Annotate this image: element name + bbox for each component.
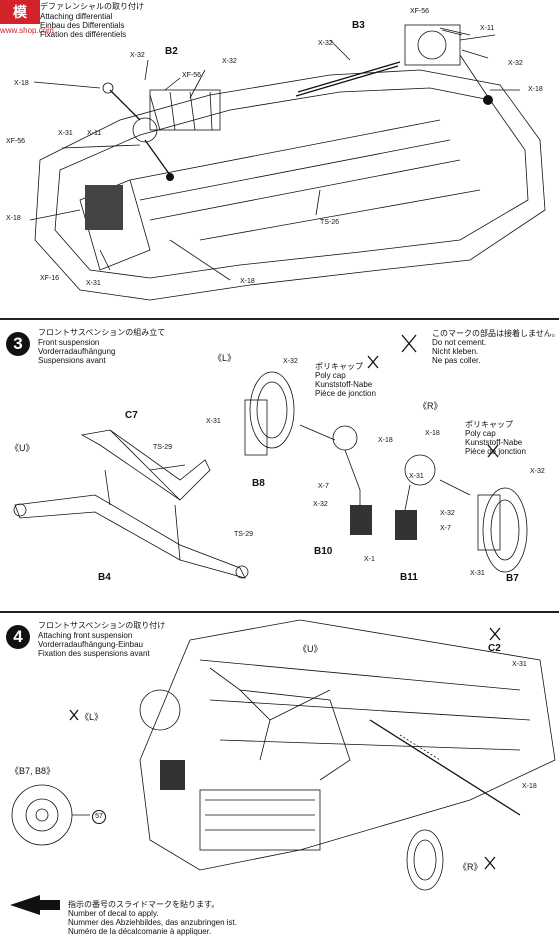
label-left-4: 《L》 [80,712,104,722]
polycap-left-en: Poly cap [315,371,346,380]
decal-note-jp: 指示の番号のスライドマークを貼ります。 [68,900,220,909]
part-x31-b: X-31 [86,280,101,287]
step4-number: 4 [6,625,30,649]
label-upper: 《U》 [10,443,35,453]
part-x31-4: X-31 [512,661,527,668]
note-de: Nicht kleben. [432,347,479,356]
section-step3: 3 フロントサスペンションの組み立て Front suspension Vord… [0,320,559,610]
part-b11: B11 [400,572,418,583]
part-x7-b3: X-7 [440,525,451,532]
polycap-right-fr: Pièce de jonction [465,447,526,456]
note-en: Do not cement. [432,338,487,347]
part-x32-d: X-32 [508,60,523,67]
part-x32-d3: X-32 [530,468,545,475]
part-x32-a: X-32 [130,52,145,59]
label-right: 《R》 [418,401,443,411]
step4-title-en: Attaching front suspension [38,631,133,640]
part-ts29-a: TS-29 [153,444,173,451]
divider-2 [0,611,559,613]
step3-title-de: Vorderradaufhängung [38,347,116,356]
section-step2: デファレンシャルの取り付け Attaching differential Ein… [0,0,559,320]
polycap-right-en: Poly cap [465,429,496,438]
watermark-url: www.shop.com [0,26,54,35]
suspension-drawing-step3 [13,334,528,579]
part-x11-a: X-11 [480,25,495,32]
part-b8: B8 [252,478,265,489]
part-x32-b: X-32 [222,58,237,65]
part-ts26: TS-26 [320,219,340,226]
part-xf16: XF-16 [40,275,60,282]
installation-drawing-step4 [10,619,556,915]
step3-number: 3 [6,332,30,356]
section-step4: 4 フロントサスペンションの取り付け Attaching front suspe… [0,613,559,936]
step4-title-de: Vorderradaufhängung-Einbau [38,640,143,649]
part-x18-d: X-18 [528,86,543,93]
step3-title-en: Front suspension [38,338,100,347]
step3-title-jp: フロントサスペンションの組み立て [38,328,166,337]
part-x32-b3: X-32 [313,501,328,508]
part-xf56-b: XF-56 [182,72,202,79]
step3-title-fr: Suspensions avant [38,356,106,365]
divider-1 [0,318,559,320]
part-x18-a: X-18 [14,80,29,87]
part-x31-a: X-31 [58,130,73,137]
part-x31-a3: X-31 [206,418,221,425]
decal-note-fr: Numéro de la décalcomanie à appliquer. [68,927,212,936]
part-x18-c: X-18 [240,278,255,285]
part-xf56-a: XF-56 [410,8,430,15]
part-x18-4: X-18 [522,783,537,790]
label-upper-4: 《U》 [298,644,323,654]
part-x18-b3: X-18 [425,430,440,437]
polycap-left-jp: ポリキャップ [315,362,363,371]
part-xf56-c: XF-56 [6,138,26,145]
step2-title-de: Einbau des Differentials [40,21,125,30]
part-x32-a3: X-32 [283,358,298,365]
part-x32-c3: X-32 [440,510,455,517]
part-c7: C7 [125,410,138,421]
decal-number: 57 [95,813,103,820]
polycap-right-jp: ポリキャップ [465,420,513,429]
step2-title-jp: デファレンシャルの取り付け [40,2,144,11]
decal-note-en: Number of decal to apply. [68,909,159,918]
part-b4: B4 [98,572,111,583]
part-x31-c3: X-31 [470,570,485,577]
step4-title-jp: フロントサスペンションの取り付け [38,621,166,630]
part-b3: B3 [352,20,365,31]
part-ts29-b: TS-29 [234,531,254,538]
part-b2: B2 [165,46,178,57]
label-right-4: 《R》 [458,862,483,872]
polycap-left-de: Kunststoff-Nabe [315,380,373,389]
step2-title-fr: Fixation des différentiels [40,30,127,39]
part-x11-b: X-11 [87,130,102,137]
part-x7-a3: X-7 [318,483,329,490]
decal-number-badge: 57 [92,810,106,824]
part-x1: X-1 [364,556,375,563]
watermark-glyphs: 模 [13,4,27,20]
note-fr: Ne pas coller. [432,356,481,365]
step2-title-en: Attaching differential [40,12,113,21]
step4-title-fr: Fixation des suspensions avant [38,649,150,658]
part-b10: B10 [314,546,333,557]
note-jp: このマークの部品は接着しません。 [432,329,559,338]
watermark-logo: 模 [0,0,40,24]
polycap-left-fr: Pièce de jonction [315,389,376,398]
polycap-right-de: Kunststoff-Nabe [465,438,523,447]
label-b7b8: 《B7, B8》 [10,766,56,776]
part-b7: B7 [506,573,519,584]
part-c2: C2 [488,643,501,654]
part-x31-b3: X-31 [409,473,424,480]
chassis-drawing-step2 [29,24,546,301]
part-x18-a3: X-18 [378,437,393,444]
part-x32-c: X-32 [318,40,333,47]
decal-note-de: Nummer des Abziehbildes, das anzubringen… [68,918,237,927]
part-x18-b: X-18 [6,215,21,222]
label-left: 《L》 [213,353,237,363]
